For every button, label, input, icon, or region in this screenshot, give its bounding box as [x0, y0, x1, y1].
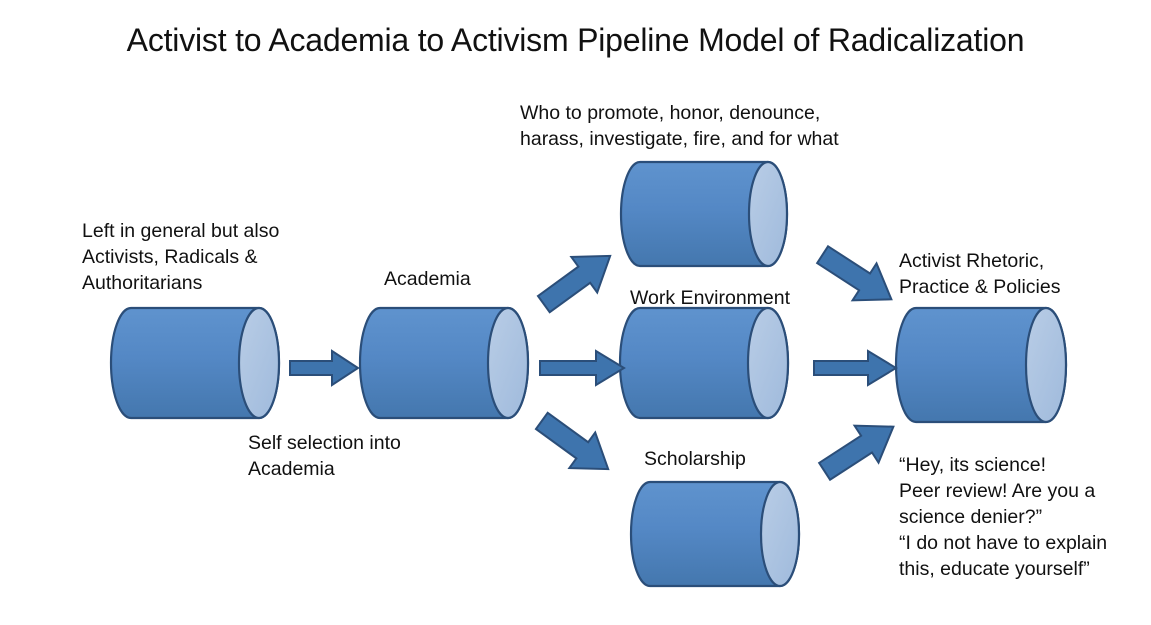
page-title: Activist to Academia to Activism Pipelin…	[126, 22, 1025, 58]
arrow-academia-to-work-environment	[538, 348, 626, 388]
cylinder-work-environment[interactable]	[618, 304, 792, 424]
arrow-scholarship-to-outcome	[812, 412, 906, 486]
cylinder-academia[interactable]	[358, 304, 532, 424]
arrow-promotion-to-outcome	[810, 240, 904, 314]
source-caption-label: Left in general but also Activists, Radi…	[82, 220, 280, 294]
cylinder-outcome[interactable]	[894, 304, 1070, 428]
work-environment-top-caption-label: Who to promote, honor, denounce, harass,…	[520, 102, 839, 150]
scholarship-label: Scholarship	[644, 448, 746, 470]
academia-label: Academia	[384, 268, 471, 290]
cylinder-scholarship[interactable]	[629, 478, 804, 592]
arrow-academia-to-promotion	[530, 243, 624, 317]
cylinder-promotion[interactable]	[619, 158, 792, 272]
arrow-source-to-academia	[288, 348, 360, 388]
self-selection-caption-label: Self selection into Academia	[248, 432, 401, 480]
cylinder-source[interactable]	[109, 304, 283, 424]
activist-rhetoric-label: Activist Rhetoric, Practice & Policies	[899, 250, 1061, 298]
quotes-label: “Hey, its science! Peer review! Are you …	[899, 454, 1108, 580]
work-environment-label: Work Environment	[630, 287, 791, 309]
arrow-work-environment-to-outcome	[812, 348, 898, 388]
arrow-academia-to-scholarship	[528, 408, 622, 482]
